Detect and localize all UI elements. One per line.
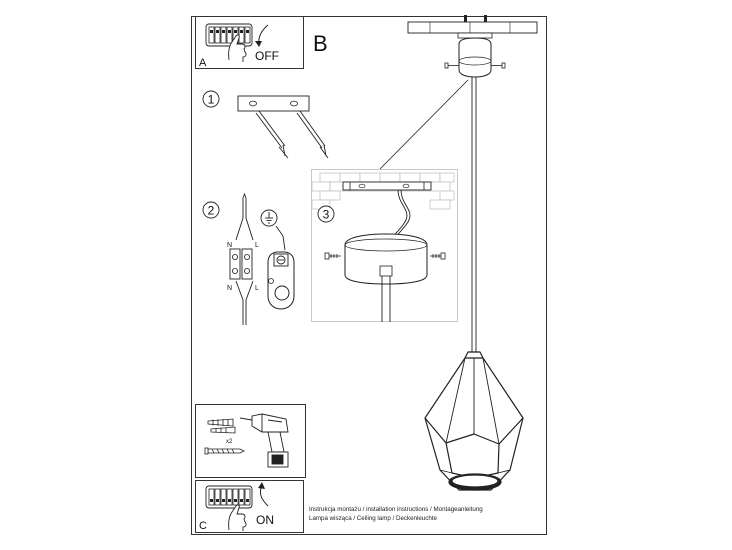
mounting-hole-right: [290, 100, 298, 107]
panel-b-label: B: [313, 31, 328, 56]
detail-canopy: [344, 233, 428, 322]
mounting-bar: [237, 95, 310, 112]
screw-left-icon: [255, 110, 289, 159]
lamp-wires: [235, 280, 254, 325]
step-3-number: 3: [323, 208, 330, 222]
step-3-detail: 3: [311, 169, 458, 322]
live-label-bottom: L: [255, 285, 259, 292]
mounting-bracket: [457, 32, 493, 39]
ceiling-lamp: [407, 15, 538, 491]
ceiling-plate: [407, 21, 538, 34]
panel-a-label: A: [199, 57, 207, 69]
wood-screw-icon: [204, 447, 245, 455]
detail-screw-left-icon: [324, 252, 341, 260]
quantity-label: x2: [226, 439, 233, 445]
hand-icon-c: [228, 504, 247, 531]
fuse-box-icon-c: [205, 485, 253, 509]
neutral-label-bottom: N: [227, 285, 232, 292]
fuse-box-icon: [205, 23, 253, 47]
step-2: 2 N L N L: [202, 192, 295, 325]
screw-right-icon: [296, 110, 329, 159]
drill-panel-frame: [195, 404, 306, 478]
panel-drill-tools: x2: [195, 404, 306, 478]
step-2-badge: [202, 201, 220, 219]
geometric-shade: [424, 351, 524, 491]
power-drill-icon: [239, 413, 289, 468]
step-2-number: 2: [208, 204, 215, 218]
off-label: OFF: [255, 49, 279, 63]
step-1: 1: [202, 90, 329, 159]
supply-wires: [235, 192, 254, 241]
mounting-hole-left: [249, 100, 257, 107]
canopy: [458, 37, 492, 78]
on-label: ON: [256, 513, 274, 527]
step-1-badge: [202, 90, 220, 108]
step-1-number: 1: [208, 93, 215, 107]
caption-line-2: Lampa wisząca / Ceiling lamp / Deckenleu…: [309, 515, 437, 522]
sheet-border: [191, 16, 547, 535]
hand-icon: [228, 34, 247, 62]
detail-mounting-bar: [342, 181, 432, 191]
panel-c-switch-on: C ON: [195, 480, 304, 533]
step-3-badge: [317, 205, 335, 223]
terminal-block-icon: [229, 248, 253, 280]
wall-plug-icon: [207, 418, 236, 434]
caption-line-1: Instrukcja montażu / installation instru…: [309, 506, 483, 513]
panel-a-switch-off: A OFF: [195, 16, 304, 69]
live-label-top: L: [255, 242, 259, 249]
callout-leader-line: [379, 79, 469, 170]
panel-c-label: C: [199, 520, 207, 532]
neutral-label-top: N: [227, 242, 232, 249]
detail-screw-right-icon: [430, 252, 446, 260]
ground-terminal-icon: [267, 251, 295, 310]
